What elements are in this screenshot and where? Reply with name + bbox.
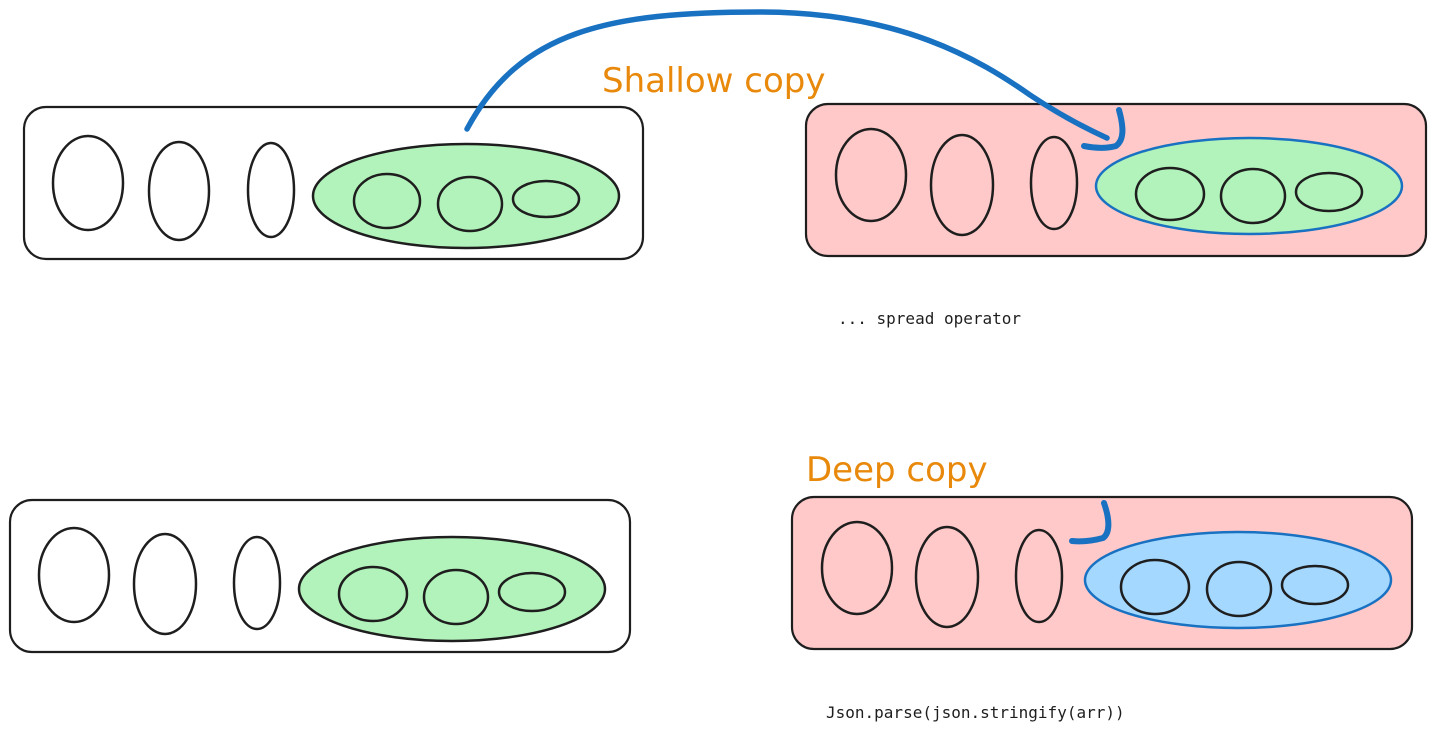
deep-copy-title: Deep copy (806, 450, 988, 490)
shallow-original-element-2 (147, 140, 211, 242)
shallow-copy-element-2 (929, 133, 995, 237)
deep-copy-nested-array (1083, 530, 1393, 630)
shallow-copy-nested-element-2 (1219, 167, 1287, 225)
shallow-original-element-3 (246, 141, 296, 239)
deep-original-nested-element-1 (337, 565, 409, 623)
shallow-original-nested-element-2 (436, 175, 504, 233)
deep-copy-nested-element-2 (1205, 560, 1273, 618)
shallow-copy-array (804, 102, 1428, 258)
deep-copy-arrow-stub (1069, 500, 1112, 545)
deep-copy-element-3 (1014, 528, 1064, 624)
shallow-copy-element-1 (834, 127, 908, 223)
deep-original-nested-container (297, 535, 607, 643)
shallow-original-nested-container (311, 142, 621, 250)
shallow-copy-element-3 (1029, 135, 1079, 231)
deep-copy-caption: Json.parse(json.stringify(arr)) (826, 703, 1125, 722)
shallow-copy-nested-element-1 (1134, 166, 1206, 222)
shallow-original-array (22, 105, 645, 261)
deep-original-element-1 (37, 526, 111, 624)
deep-original-nested-element-3 (497, 571, 567, 613)
deep-original-nested-element-2 (422, 568, 490, 626)
deep-copy-nested-container (1083, 530, 1393, 630)
deep-original-element-2 (132, 532, 198, 636)
shallow-copy-caption: ... spread operator (838, 309, 1021, 328)
shared-reference-arrow (464, 9, 1126, 151)
shared-reference-arrowhead (1081, 107, 1126, 151)
shallow-copy-nested-element-3 (1294, 171, 1364, 213)
shallow-original-nested-array (311, 142, 621, 250)
shallow-original-nested-element-1 (352, 172, 422, 230)
shallow-original-nested-element-3 (511, 179, 581, 219)
deep-copy-nested-element-3 (1280, 564, 1350, 606)
deep-copy-element-1 (820, 520, 894, 616)
shared-reference-arrow-line (464, 9, 1110, 141)
shallow-copy-title: Shallow copy (602, 61, 825, 101)
deep-original-nested-array (297, 535, 607, 643)
deep-copy-nested-element-1 (1119, 558, 1191, 616)
deep-original-element-3 (232, 535, 282, 631)
deep-original-array (8, 498, 632, 654)
shallow-copy-nested-array (1094, 136, 1404, 236)
deep-copy-array (790, 495, 1414, 651)
deep-copy-element-2 (914, 525, 980, 629)
shallow-original-element-1 (51, 134, 125, 232)
shallow-copy-nested-container (1094, 136, 1404, 236)
